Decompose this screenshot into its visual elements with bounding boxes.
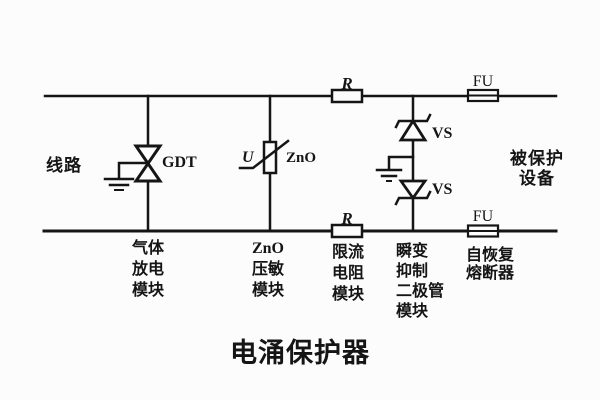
tvs-ground-tap-wire <box>387 155 415 171</box>
tvs-top-diode-triangle <box>398 118 428 142</box>
varistor-diagonal-stroke <box>238 139 290 170</box>
tvs-top-label: VS <box>432 125 453 142</box>
protected-equipment-label: 被保护 设备 <box>505 149 569 188</box>
protected-equipment-line1: 被保护 <box>510 149 564 168</box>
tvs-diode-module-label: 瞬变 抑制 二极管 模块 <box>396 243 445 320</box>
gdt-ground-tap-wire <box>117 161 148 179</box>
varistor-body <box>262 140 278 175</box>
voltage-u-label: U <box>242 149 254 166</box>
fuse-top-label: FU <box>472 73 494 90</box>
protected-equipment-line2: 设备 <box>519 168 555 188</box>
varistor-zno-label: ZnO <box>286 150 317 166</box>
tvs-bottom-label: VS <box>432 181 453 198</box>
gas-discharge-module-label: 气体 放电 模块 <box>131 240 164 299</box>
fuse-bottom-label: FU <box>472 208 494 225</box>
tvs-bottom-cathode-bar <box>394 190 432 206</box>
resistor-bottom-body <box>330 223 364 239</box>
current-limiting-resistor-module-label: 限流 电阻 模块 <box>331 244 364 303</box>
resistor-top-label: R <box>341 74 353 93</box>
gdt-symbol-bottom-triangle <box>133 160 163 183</box>
self-resetting-fuse-label: 自恢复 熔断器 <box>465 247 514 282</box>
resistor-top-body <box>330 88 364 104</box>
tvs-bottom-diode-triangle <box>398 179 428 201</box>
line-side-label: 线路 <box>46 156 82 175</box>
gdt-symbol-top-triangle <box>133 144 163 167</box>
resistor-bottom-label: R <box>341 209 353 228</box>
zno-varistor-module-label: ZnO 压敏 模块 <box>251 240 284 299</box>
diagram-title: 电涌保护器 <box>230 338 370 368</box>
gdt-label: GDT <box>162 154 197 171</box>
tvs-top-cathode-bar <box>394 113 432 129</box>
